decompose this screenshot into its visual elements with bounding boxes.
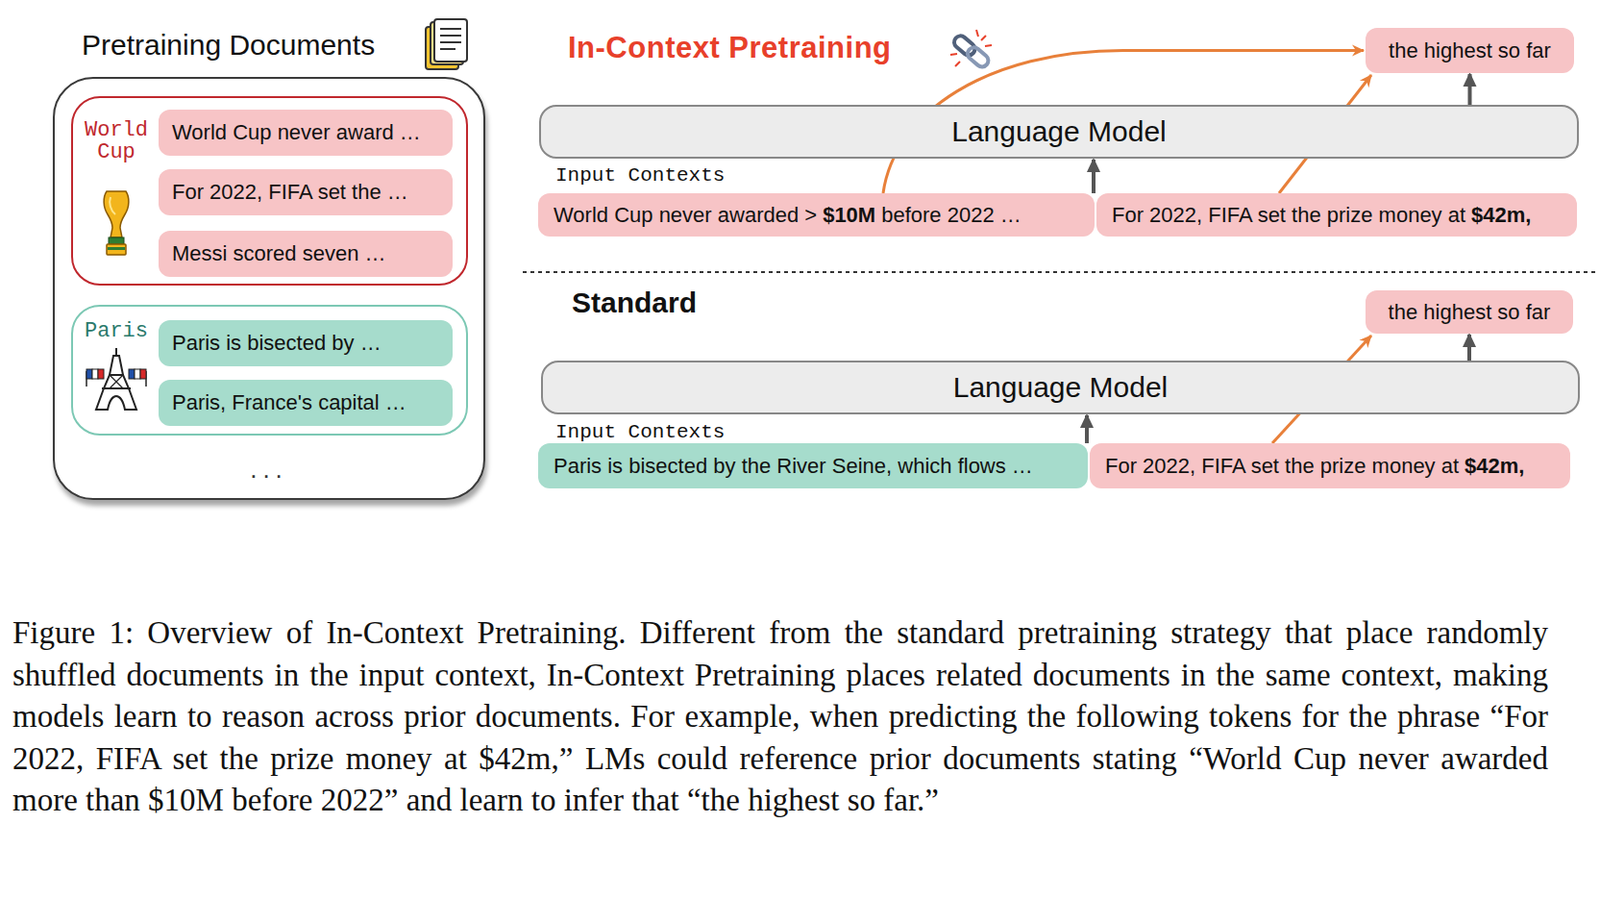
eiffel-tower-icon xyxy=(82,345,150,412)
trophy-icon xyxy=(98,187,134,259)
topic-group: World Cup World Cup never award … For 2022… xyxy=(71,96,468,286)
document-box: Paris, France's capital … xyxy=(158,379,453,426)
document-box: Messi scored seven … xyxy=(158,230,453,277)
input-box: World Cup never awarded >$10Mbefore 2022… xyxy=(538,193,1095,237)
document-pool: Pretraining Documents...World CupWorld C… xyxy=(52,76,486,500)
figure-caption: Figure 1: Overview of In-Context Pretrai… xyxy=(12,612,1549,822)
box-text: Paris is bisected by … xyxy=(172,330,382,356)
box-text: World Cup never award … xyxy=(172,120,421,146)
document-box: Paris is bisected by … xyxy=(158,320,453,367)
row-label: Input Contexts xyxy=(555,164,725,187)
panel-heading: Pretraining Documents xyxy=(81,28,375,62)
box-text: Messi scored seven … xyxy=(172,241,387,267)
link-icon xyxy=(947,25,996,74)
connector-arrow xyxy=(1091,159,1096,194)
box-text: the highest so far xyxy=(1388,299,1551,325)
connector-arrow xyxy=(1468,73,1473,105)
document-box: World Cup never award … xyxy=(158,109,453,156)
document-icon xyxy=(422,18,469,74)
box-text: the highest so far xyxy=(1388,38,1551,64)
connector-arrow xyxy=(1467,334,1472,361)
row-label: Input Contexts xyxy=(555,420,725,444)
box-text: Paris is bisected by the River Seine, wh… xyxy=(553,453,1034,479)
box-text: For 2022, FIFA set the prize money at xyxy=(1111,202,1466,228)
group-label: World Cup xyxy=(78,119,154,164)
model-bar: Language Model xyxy=(539,104,1579,159)
emphasis-text: $42m, xyxy=(1471,202,1531,228)
box-text: For 2022, FIFA set the … xyxy=(172,179,409,205)
document-box: For 2022, FIFA set the … xyxy=(158,169,453,216)
input-box: For 2022, FIFA set the prize money at$42… xyxy=(1096,193,1577,237)
output-box: the highest so far xyxy=(1365,27,1575,74)
box-text: World Cup never awarded > xyxy=(553,202,817,228)
connector-arrow xyxy=(1084,415,1089,444)
output-box: the highest so far xyxy=(1365,290,1574,334)
emphasis-text: $42m, xyxy=(1464,453,1525,479)
box-text: before 2022 … xyxy=(881,202,1022,228)
input-box: Paris is bisected by the River Seine, wh… xyxy=(538,443,1088,489)
emphasis-text: $10M xyxy=(822,202,876,228)
panel-title: Standard xyxy=(571,286,697,320)
separator-dashed xyxy=(522,270,1599,273)
model-bar: Language Model xyxy=(541,360,1580,415)
box-text: Language Model xyxy=(953,370,1169,404)
box-text: Language Model xyxy=(951,115,1167,148)
panel-title: In-Context Pretraining xyxy=(567,30,892,66)
box-text: For 2022, FIFA set the prize money at xyxy=(1105,453,1459,479)
input-box: For 2022, FIFA set the prize money at$42… xyxy=(1089,443,1571,489)
box-text: Paris, France's capital … xyxy=(172,390,407,416)
group-label: Paris xyxy=(78,320,154,343)
ellipsis: ... xyxy=(54,454,484,485)
